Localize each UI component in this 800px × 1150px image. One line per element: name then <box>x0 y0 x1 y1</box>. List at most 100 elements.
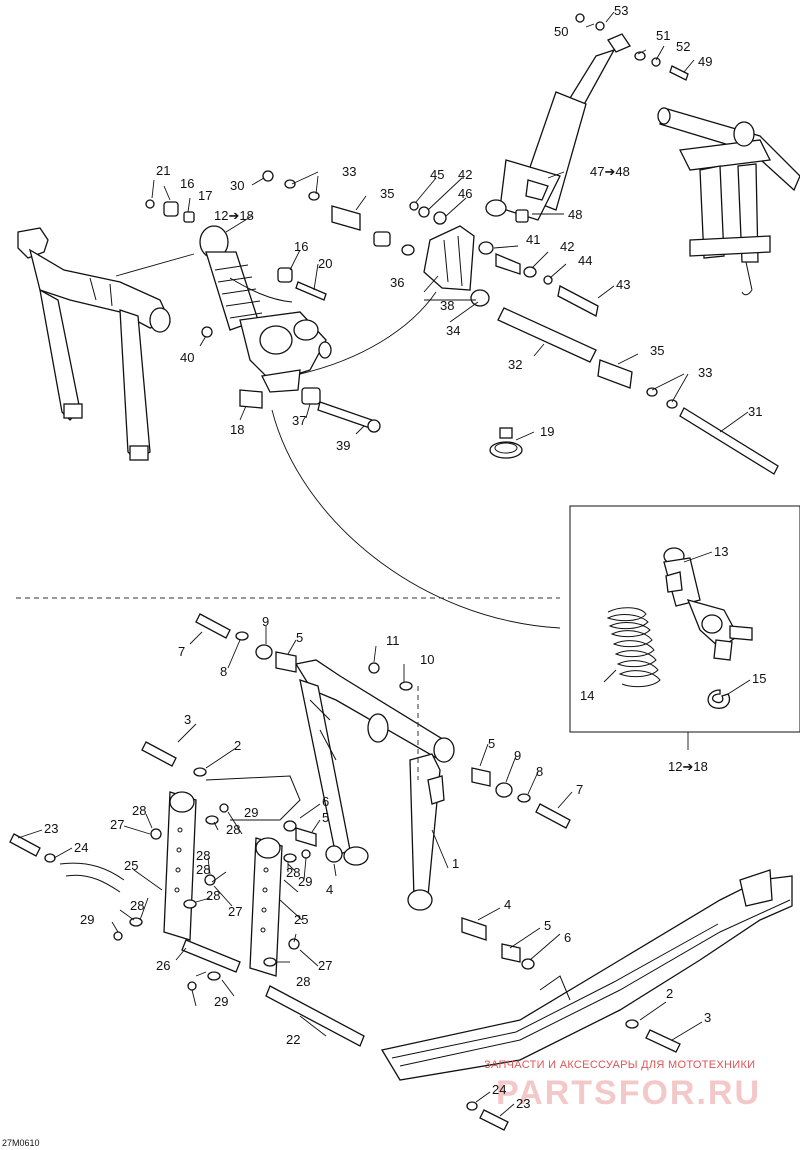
callout-42-b: 42 <box>560 239 574 254</box>
callout-30: 30 <box>230 178 244 193</box>
part-3-bolt-a <box>141 741 177 767</box>
part-19-hose-clamp <box>489 427 523 459</box>
callout-5-c: 5 <box>322 810 329 825</box>
part-46-bushing <box>433 211 447 225</box>
callout-2-b: 2 <box>666 986 673 1001</box>
part-33-washer-d <box>666 399 678 409</box>
part-32-tube <box>497 307 597 363</box>
part-7-bolt-a <box>195 613 231 639</box>
callout-33-a: 33 <box>342 164 356 179</box>
callout-51: 51 <box>656 28 670 43</box>
part-52-washer <box>651 57 661 67</box>
callout-32: 32 <box>508 357 522 372</box>
part-2-washer-a <box>193 767 207 777</box>
callout-12-a: 12➔18 <box>214 208 254 223</box>
callout-37: 37 <box>292 413 306 428</box>
part-16-bushing-a <box>163 201 179 217</box>
callout-43: 43 <box>616 277 630 292</box>
part-28-washer-e <box>263 957 277 967</box>
part-33-washer-b <box>308 191 320 201</box>
callout-labels: 53 50 51 52 49 47➔48 48 21 16 17 12➔18 3… <box>44 3 766 1111</box>
leader-13 <box>683 551 713 563</box>
watermark: ЗАПЧАСТИ И АКСЕССУАРЫ ДЛЯ МОТОТЕХНИКИ PA… <box>484 1059 759 1112</box>
callout-38: 38 <box>440 298 454 313</box>
frame-bracket <box>205 775 301 821</box>
part-6-washer-a <box>283 820 297 832</box>
part-28-washer-c <box>129 917 143 927</box>
callout-12-b: 12➔18 <box>668 759 708 774</box>
part-washer-upper <box>401 244 415 256</box>
arrow-to-link <box>299 291 437 375</box>
callout-52: 52 <box>676 39 690 54</box>
part-30-nut <box>262 170 274 182</box>
callout-15: 15 <box>752 671 766 686</box>
callout-50: 50 <box>554 24 568 39</box>
callout-23-b: 23 <box>516 1096 530 1111</box>
part-51-washer <box>634 51 646 61</box>
callout-3-a: 3 <box>184 712 191 727</box>
callout-23-a: 23 <box>44 821 58 836</box>
part-40-nut <box>201 326 213 338</box>
callout-29-a: 29 <box>244 805 258 820</box>
part-5-bushing-d <box>501 943 521 963</box>
drawing-code: 27M0610 <box>2 1138 40 1148</box>
part-27-bolt-a <box>150 828 162 840</box>
part-4-bushing-b <box>461 917 487 941</box>
rear-frame-left <box>17 227 171 461</box>
callout-6-a: 6 <box>322 794 329 809</box>
part-42-washer-b <box>523 266 537 278</box>
part-21-nut <box>145 199 155 209</box>
part-36-link-plate <box>423 225 475 291</box>
rear-shock-absorber <box>199 225 332 393</box>
callout-41: 41 <box>526 232 540 247</box>
callout-45: 45 <box>430 167 444 182</box>
callout-20: 20 <box>318 256 332 271</box>
leader-15 <box>727 679 751 695</box>
leader-14 <box>603 669 617 683</box>
callout-40: 40 <box>180 350 194 365</box>
callout-22: 22 <box>286 1032 300 1047</box>
callout-34: 34 <box>446 323 460 338</box>
part-29-nut-c <box>301 849 311 859</box>
part-25-link-arm-a <box>163 791 197 941</box>
callout-49: 49 <box>698 54 712 69</box>
callout-31: 31 <box>748 404 762 419</box>
callout-29-c: 29 <box>80 912 94 927</box>
watermark-line1: ЗАПЧАСТИ И АКСЕССУАРЫ ДЛЯ МОТОТЕХНИКИ <box>484 1059 755 1071</box>
callout-16-b: 16 <box>294 239 308 254</box>
part-42-washer-a <box>418 206 430 218</box>
part-3-bolt-b <box>645 1029 681 1053</box>
part-27-bolt-c <box>288 938 300 950</box>
part-14-spring <box>606 607 661 688</box>
callout-28-a: 28 <box>132 803 146 818</box>
part-8-washer-a <box>235 631 249 641</box>
callout-28-c: 28 <box>196 848 210 863</box>
callout-36: 36 <box>390 275 404 290</box>
callout-46: 46 <box>458 186 472 201</box>
part-23-bolt-a <box>9 833 41 857</box>
callout-18: 18 <box>230 422 244 437</box>
part-9-bushing-a <box>255 644 273 660</box>
callout-28-f: 28 <box>206 888 220 903</box>
callout-2-a: 2 <box>234 738 241 753</box>
part-29-nut-b <box>113 931 123 941</box>
part-11-nut <box>368 662 380 674</box>
part-53-washer <box>595 21 605 31</box>
part-28-washer-a <box>205 815 219 825</box>
callout-9-b: 9 <box>514 748 521 763</box>
front-frame-right <box>657 107 800 296</box>
part-43-bolt <box>557 285 599 317</box>
callout-4-a: 4 <box>326 882 333 897</box>
part-6-washer-b <box>521 958 535 970</box>
callout-29-b: 29 <box>298 874 312 889</box>
callout-19: 19 <box>540 424 554 439</box>
part-10-washer <box>399 681 413 691</box>
callout-4-b: 4 <box>504 897 511 912</box>
part-37-spacer <box>301 387 321 405</box>
part-16-bushing-b <box>277 267 293 283</box>
part-22-shaft <box>265 985 365 1047</box>
callout-6-b: 6 <box>564 930 571 945</box>
callout-28-g: 28 <box>130 898 144 913</box>
callout-29-d: 29 <box>214 994 228 1009</box>
